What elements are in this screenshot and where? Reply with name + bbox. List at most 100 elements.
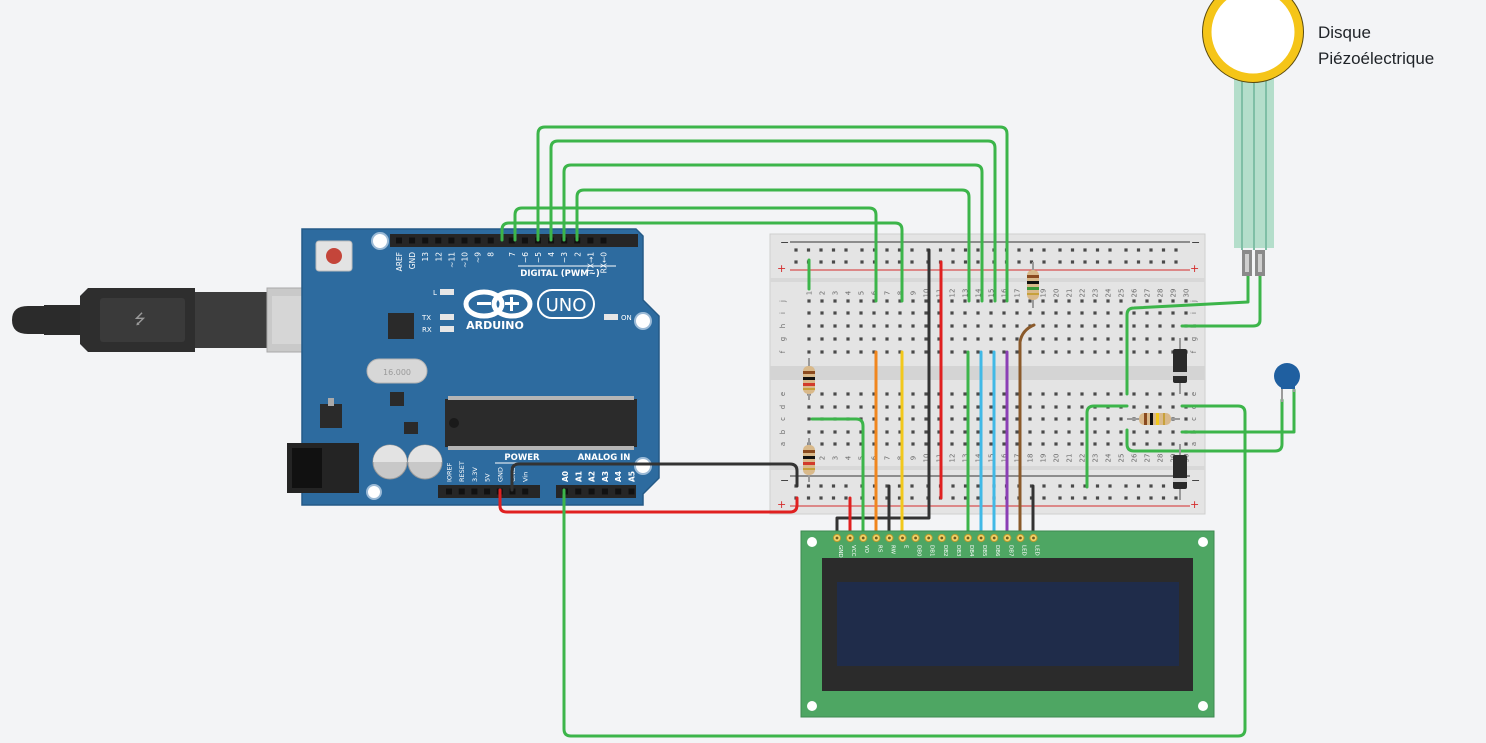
digital-pin-hole[interactable] (422, 237, 429, 244)
terminal-hole[interactable] (989, 417, 993, 421)
rail-hole[interactable] (1124, 496, 1128, 500)
terminal-hole[interactable] (1158, 337, 1162, 341)
terminal-hole[interactable] (1054, 350, 1058, 354)
terminal-hole[interactable] (1132, 442, 1136, 446)
rail-hole[interactable] (1083, 484, 1087, 488)
terminal-hole[interactable] (1132, 405, 1136, 409)
terminal-hole[interactable] (898, 430, 902, 434)
terminal-hole[interactable] (1106, 430, 1110, 434)
terminal-hole[interactable] (1106, 350, 1110, 354)
terminal-hole[interactable] (859, 430, 863, 434)
terminal-hole[interactable] (820, 299, 824, 303)
terminal-hole[interactable] (846, 350, 850, 354)
terminal-hole[interactable] (1158, 311, 1162, 315)
terminal-hole[interactable] (1184, 442, 1188, 446)
terminal-hole[interactable] (1080, 311, 1084, 315)
terminal-hole[interactable] (924, 430, 928, 434)
terminal-hole[interactable] (1145, 430, 1149, 434)
terminal-hole[interactable] (976, 392, 980, 396)
terminal-hole[interactable] (872, 299, 876, 303)
analog-pin-hole[interactable] (588, 488, 595, 495)
rail-hole[interactable] (1136, 248, 1141, 252)
terminal-hole[interactable] (1080, 442, 1084, 446)
power-pin-hole[interactable] (522, 488, 529, 495)
digital-pin-hole[interactable] (409, 237, 416, 244)
terminal-hole[interactable] (1158, 324, 1162, 328)
terminal-hole[interactable] (1184, 299, 1188, 303)
rail-hole[interactable] (1083, 496, 1087, 500)
terminal-hole[interactable] (1028, 299, 1032, 303)
rail-hole[interactable] (806, 248, 811, 252)
terminal-hole[interactable] (1145, 392, 1149, 396)
terminal-hole[interactable] (1041, 337, 1045, 341)
digital-pin-hole[interactable] (587, 237, 594, 244)
rail-hole[interactable] (794, 248, 798, 252)
terminal-hole[interactable] (937, 311, 941, 315)
terminal-hole[interactable] (807, 311, 811, 315)
terminal-hole[interactable] (1093, 442, 1097, 446)
terminal-hole[interactable] (1119, 299, 1123, 303)
terminal-hole[interactable] (885, 417, 889, 421)
terminal-hole[interactable] (911, 324, 915, 328)
terminal-hole[interactable] (1002, 337, 1006, 341)
terminal-hole[interactable] (1171, 430, 1175, 434)
rail-hole[interactable] (963, 260, 968, 264)
terminal-hole[interactable] (1171, 324, 1175, 328)
rail-hole[interactable] (1058, 496, 1062, 500)
terminal-hole[interactable] (1119, 324, 1123, 328)
terminal-hole[interactable] (924, 417, 928, 421)
rail-hole[interactable] (951, 260, 955, 264)
terminal-hole[interactable] (898, 442, 902, 446)
terminal-hole[interactable] (1093, 311, 1097, 315)
terminal-hole[interactable] (1028, 350, 1032, 354)
terminal-hole[interactable] (1145, 311, 1149, 315)
terminal-hole[interactable] (833, 392, 837, 396)
terminal-hole[interactable] (1106, 324, 1110, 328)
terminal-hole[interactable] (1145, 405, 1149, 409)
terminal-hole[interactable] (976, 405, 980, 409)
terminal-hole[interactable] (885, 324, 889, 328)
terminal-hole[interactable] (1015, 405, 1019, 409)
terminal-hole[interactable] (833, 324, 837, 328)
rail-hole[interactable] (963, 248, 968, 252)
terminal-hole[interactable] (1015, 442, 1019, 446)
terminal-hole[interactable] (1002, 392, 1006, 396)
terminal-hole[interactable] (885, 442, 889, 446)
terminal-hole[interactable] (937, 324, 941, 328)
terminal-hole[interactable] (833, 311, 837, 315)
terminal-hole[interactable] (963, 350, 967, 354)
terminal-hole[interactable] (1145, 337, 1149, 341)
terminal-hole[interactable] (807, 324, 811, 328)
terminal-hole[interactable] (1106, 442, 1110, 446)
terminal-hole[interactable] (1171, 311, 1175, 315)
terminal-hole[interactable] (924, 350, 928, 354)
terminal-hole[interactable] (989, 405, 993, 409)
rail-hole[interactable] (976, 260, 980, 264)
terminal-hole[interactable] (1106, 311, 1110, 315)
terminal-hole[interactable] (1145, 442, 1149, 446)
terminal-hole[interactable] (898, 392, 902, 396)
terminal-hole[interactable] (950, 337, 954, 341)
terminal-hole[interactable] (950, 324, 954, 328)
terminal-hole[interactable] (1054, 417, 1058, 421)
digital-pin-hole[interactable] (600, 237, 607, 244)
terminal-hole[interactable] (963, 405, 967, 409)
terminal-hole[interactable] (1002, 299, 1006, 303)
rail-hole[interactable] (1070, 248, 1075, 252)
terminal-hole[interactable] (833, 405, 837, 409)
terminal-hole[interactable] (1067, 337, 1071, 341)
terminal-hole[interactable] (1132, 350, 1136, 354)
terminal-hole[interactable] (807, 430, 811, 434)
terminal-hole[interactable] (911, 442, 915, 446)
terminal-hole[interactable] (820, 405, 824, 409)
terminal-hole[interactable] (976, 299, 980, 303)
terminal-hole[interactable] (833, 350, 837, 354)
rail-hole[interactable] (910, 260, 914, 264)
digital-pin-hole[interactable] (396, 237, 402, 244)
terminal-hole[interactable] (989, 442, 993, 446)
rail-hole[interactable] (976, 248, 980, 252)
terminal-hole[interactable] (1132, 299, 1136, 303)
rail-hole[interactable] (897, 260, 902, 264)
terminal-hole[interactable] (846, 311, 850, 315)
terminal-hole[interactable] (976, 311, 980, 315)
